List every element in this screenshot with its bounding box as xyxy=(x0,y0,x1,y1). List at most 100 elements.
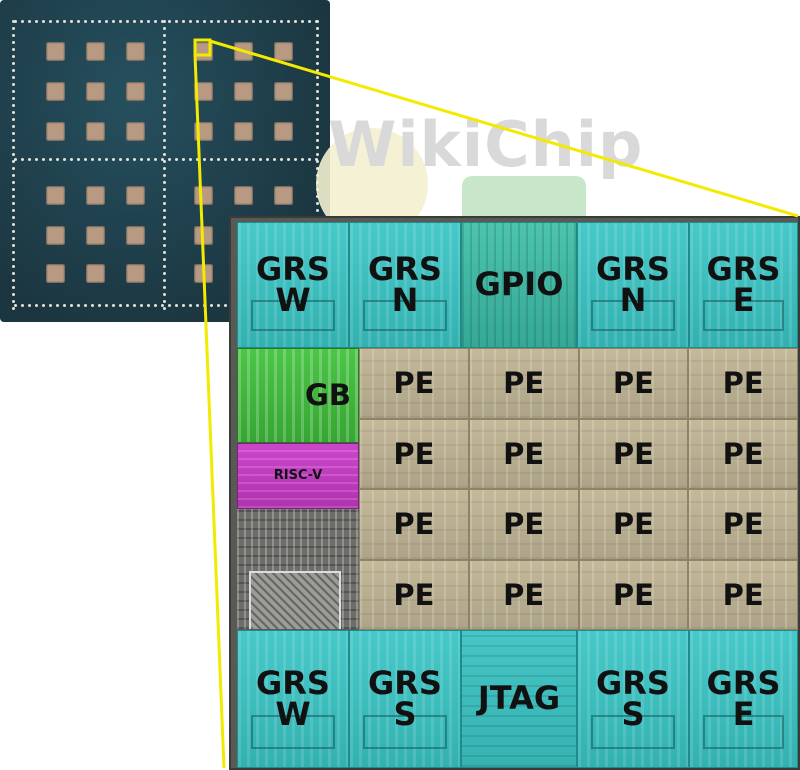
block-pe-r0-c2: PE xyxy=(578,348,689,419)
solder-ball xyxy=(133,304,136,307)
solder-ball xyxy=(163,286,166,289)
solder-ball xyxy=(63,304,66,307)
solder-ball xyxy=(12,76,15,79)
solder-ball xyxy=(49,304,52,307)
solder-ball xyxy=(12,132,15,135)
solder-ball xyxy=(12,118,15,121)
solder-ball xyxy=(126,304,129,307)
solder-ball xyxy=(77,304,80,307)
solder-ball xyxy=(163,139,166,142)
package-pad xyxy=(274,82,293,101)
package-pad xyxy=(86,82,105,101)
block-pe-r1-c3: PE xyxy=(688,418,798,489)
solder-ball xyxy=(84,20,87,23)
solder-ball xyxy=(21,158,24,161)
solder-ball xyxy=(119,158,122,161)
solder-ball xyxy=(14,304,17,307)
package-pad xyxy=(126,186,145,205)
solder-ball xyxy=(14,20,17,23)
solder-ball xyxy=(163,230,166,233)
solder-ball xyxy=(91,158,94,161)
solder-ball xyxy=(12,34,15,37)
package-pad xyxy=(46,122,65,141)
solder-ball xyxy=(12,83,15,86)
solder-ball xyxy=(12,153,15,156)
solder-ball xyxy=(12,160,15,163)
solder-ball xyxy=(163,125,166,128)
solder-ball xyxy=(91,304,94,307)
solder-ball xyxy=(175,304,178,307)
solder-ball xyxy=(316,146,319,149)
solder-ball xyxy=(301,158,304,161)
solder-ball xyxy=(245,20,248,23)
solder-ball xyxy=(12,174,15,177)
package-pad xyxy=(234,42,253,61)
solder-ball xyxy=(112,158,115,161)
block-label: JTAG xyxy=(477,679,561,718)
solder-ball xyxy=(147,20,150,23)
solder-ball xyxy=(217,158,220,161)
solder-ball xyxy=(163,209,166,212)
solder-ball xyxy=(210,158,213,161)
package-pad xyxy=(46,226,65,245)
solder-ball xyxy=(12,27,15,30)
package-pad xyxy=(86,42,105,61)
solder-ball xyxy=(280,158,283,161)
package-pad xyxy=(46,82,65,101)
solder-ball xyxy=(163,34,166,37)
block-grs-n-left: GRS N xyxy=(349,222,461,348)
block-grs-e-bottom: GRS E xyxy=(689,630,798,768)
package-pad xyxy=(194,264,213,283)
solder-ball xyxy=(217,20,220,23)
solder-ball xyxy=(12,279,15,282)
solder-ball xyxy=(14,158,17,161)
solder-ball xyxy=(12,300,15,303)
solder-ball xyxy=(147,158,150,161)
block-pe-r1-c0: PE xyxy=(359,418,469,489)
solder-ball xyxy=(98,20,101,23)
solder-ball xyxy=(163,167,166,170)
solder-ball xyxy=(308,158,311,161)
solder-ball xyxy=(210,304,213,307)
solder-ball xyxy=(316,160,319,163)
package-pad xyxy=(194,42,213,61)
solder-ball xyxy=(12,69,15,72)
solder-ball xyxy=(287,158,290,161)
solder-ball xyxy=(12,251,15,254)
block-pe-r3-c1: PE xyxy=(468,559,579,630)
solder-ball xyxy=(12,258,15,261)
solder-ball xyxy=(163,279,166,282)
solder-ball xyxy=(12,237,15,240)
solder-ball xyxy=(168,158,171,161)
solder-ball xyxy=(35,20,38,23)
solder-ball xyxy=(163,293,166,296)
solder-ball xyxy=(161,20,164,23)
solder-ball xyxy=(161,304,164,307)
solder-ball xyxy=(42,158,45,161)
solder-ball xyxy=(28,20,31,23)
solder-ball xyxy=(163,195,166,198)
solder-ball xyxy=(266,158,269,161)
solder-ball xyxy=(42,304,45,307)
solder-ball xyxy=(163,76,166,79)
solder-ball xyxy=(316,55,319,58)
solder-ball xyxy=(316,48,319,51)
solder-ball xyxy=(163,118,166,121)
solder-ball xyxy=(196,158,199,161)
block-jtag: JTAG xyxy=(461,630,577,768)
solder-ball xyxy=(12,146,15,149)
package-pad xyxy=(194,226,213,245)
solder-ball xyxy=(316,111,319,114)
solder-ball xyxy=(12,209,15,212)
solder-ball xyxy=(175,158,178,161)
block-label: PE xyxy=(393,436,435,471)
solder-ball xyxy=(196,304,199,307)
solder-ball xyxy=(163,202,166,205)
solder-ball xyxy=(316,139,319,142)
package-pad xyxy=(126,122,145,141)
solder-ball xyxy=(316,69,319,72)
package-pad xyxy=(274,42,293,61)
solder-ball xyxy=(182,158,185,161)
solder-ball xyxy=(238,20,241,23)
solder-ball xyxy=(163,272,166,275)
